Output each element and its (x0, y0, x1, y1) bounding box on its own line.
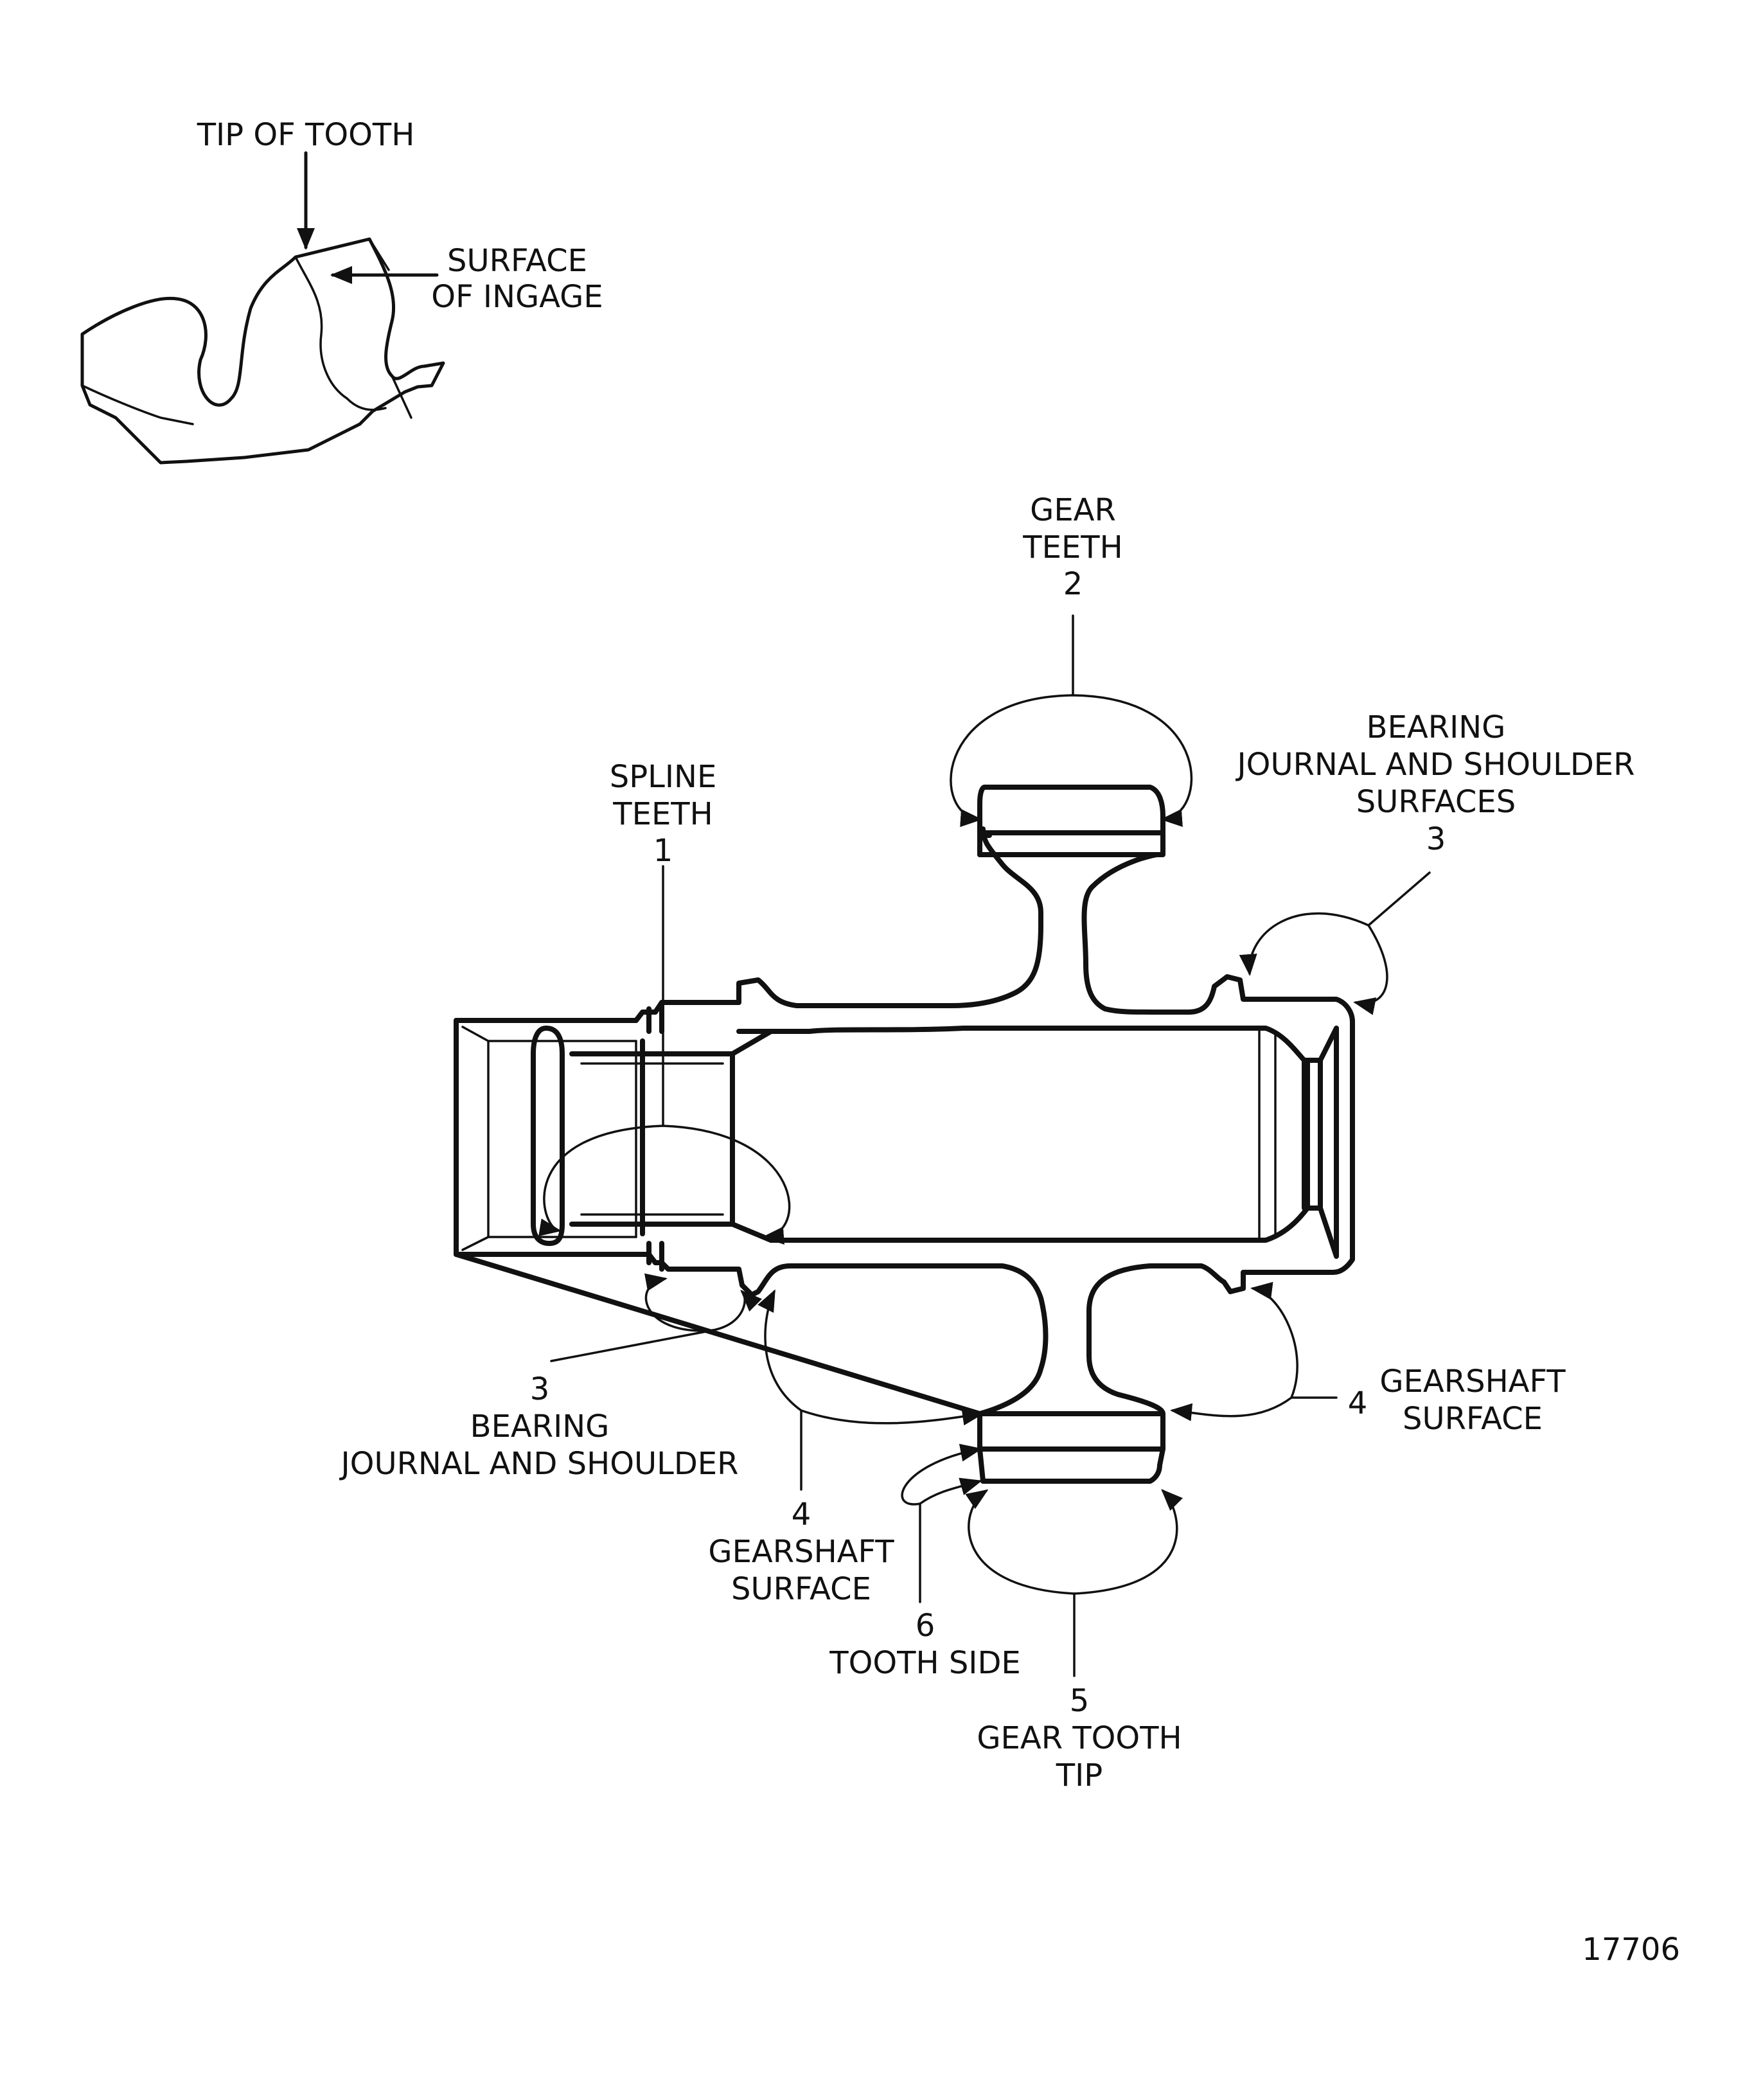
tooth-side-label: TOOTH SIDE (829, 1645, 1020, 1681)
gear-tooth-tip-label-2: TIP (1056, 1757, 1103, 1793)
bearing-right-label-2: JOURNAL AND SHOULDER (1236, 747, 1635, 783)
bearing-right-number: 3 (1426, 821, 1446, 857)
figure-number: 17706 (1582, 1932, 1680, 1968)
gear-teeth-number: 2 (1063, 566, 1083, 602)
gear-tooth-sketch (80, 151, 445, 465)
bearing-left-label-1: BEARING (470, 1409, 610, 1445)
bearing-right-label-1: BEARING (1367, 709, 1506, 745)
gearshaft-right-label-1: GEARSHAFT (1379, 1364, 1566, 1400)
bearing-left-number: 3 (530, 1371, 550, 1407)
surface-label-line1: SURFACE (447, 243, 587, 279)
gearshaft-right-number: 4 (1348, 1385, 1368, 1421)
gear-tooth-tip-number: 5 (1070, 1683, 1090, 1719)
bearing-left-label-2: JOURNAL AND SHOULDER (339, 1446, 739, 1482)
tooth-side-number: 6 (916, 1608, 935, 1644)
spline-teeth-label-2: TEETH (612, 796, 713, 832)
gear-teeth-label-1: GEAR (1030, 492, 1116, 528)
surface-label-line2: OF INGAGE (431, 279, 603, 315)
gearshaft-left-number: 4 (792, 1497, 811, 1533)
gearshaft-left-label-2: SURFACE (731, 1571, 871, 1607)
gear-teeth-label-2: TEETH (1022, 529, 1122, 565)
gearshaft-left-label-1: GEARSHAFT (708, 1534, 894, 1570)
spline-teeth-label-1: SPLINE (610, 759, 717, 795)
callout-leaders (538, 614, 1431, 1677)
gearshaft-body (454, 785, 1355, 1484)
gearshaft-right-label-2: SURFACE (1403, 1401, 1543, 1437)
spline-teeth-number: 1 (653, 833, 673, 869)
gear-tooth-tip-label-1: GEAR TOOTH (977, 1720, 1182, 1756)
bearing-right-label-3: SURFACES (1356, 784, 1516, 820)
tip-of-tooth-label: TIP OF TOOTH (197, 117, 415, 153)
